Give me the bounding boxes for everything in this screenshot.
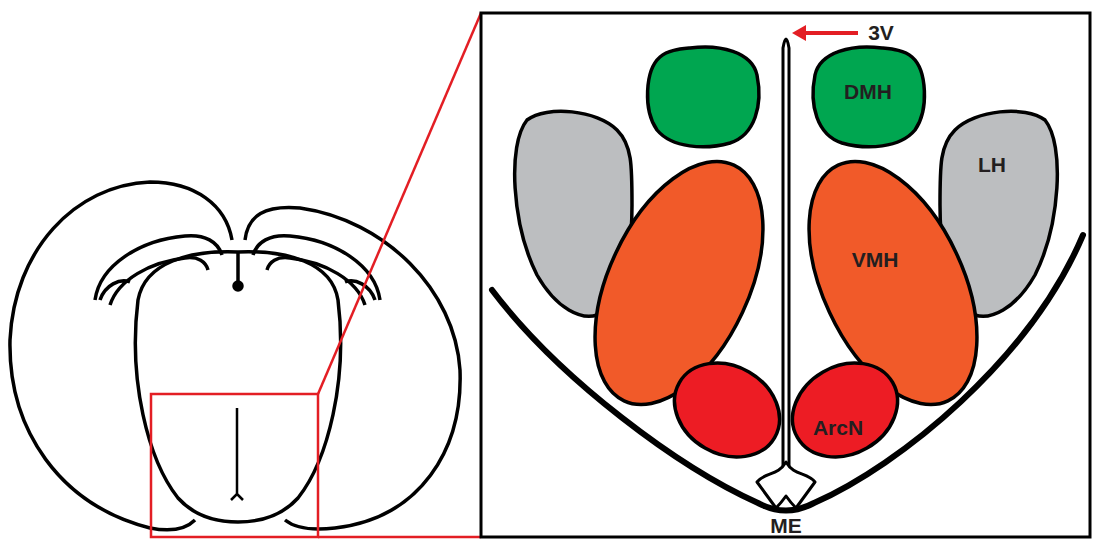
nucleus-label: DMH xyxy=(844,80,892,104)
left-nuclei xyxy=(515,47,798,476)
median-eminence xyxy=(757,462,815,508)
right-hemisphere xyxy=(245,207,460,529)
left-hemisphere xyxy=(10,182,232,530)
nucleus-shape xyxy=(775,344,914,475)
brain-section xyxy=(10,182,460,530)
zoom-line xyxy=(318,536,481,539)
zoom-indicator xyxy=(151,13,481,537)
nucleus-shape xyxy=(813,47,924,147)
dmh-nucleus xyxy=(648,47,759,147)
zoom-line xyxy=(318,13,481,394)
midline-dot xyxy=(234,282,242,290)
arcn-nucleus: ArcN xyxy=(780,355,910,465)
dorsal-midline xyxy=(236,252,240,282)
left-hippocampus xyxy=(95,236,222,305)
third-ventricle xyxy=(783,39,789,470)
nucleus-label: LH xyxy=(978,153,1006,177)
pointer-arrowhead xyxy=(792,25,806,41)
nucleus-label: VMH xyxy=(852,248,899,272)
nucleus-outline xyxy=(780,355,910,465)
region-label: ME xyxy=(770,514,802,538)
panel-frame xyxy=(481,13,1090,537)
zoom-rect xyxy=(151,394,318,537)
arcn-nucleus xyxy=(657,344,796,475)
ventricle-midline xyxy=(231,408,243,500)
pointer-arrow xyxy=(802,31,858,35)
ventricle-label: 3V xyxy=(868,21,894,45)
diencephalon-outline xyxy=(135,252,340,522)
dmh-nucleus: DMH xyxy=(810,42,930,152)
nucleus-label: ArcN xyxy=(813,416,863,440)
